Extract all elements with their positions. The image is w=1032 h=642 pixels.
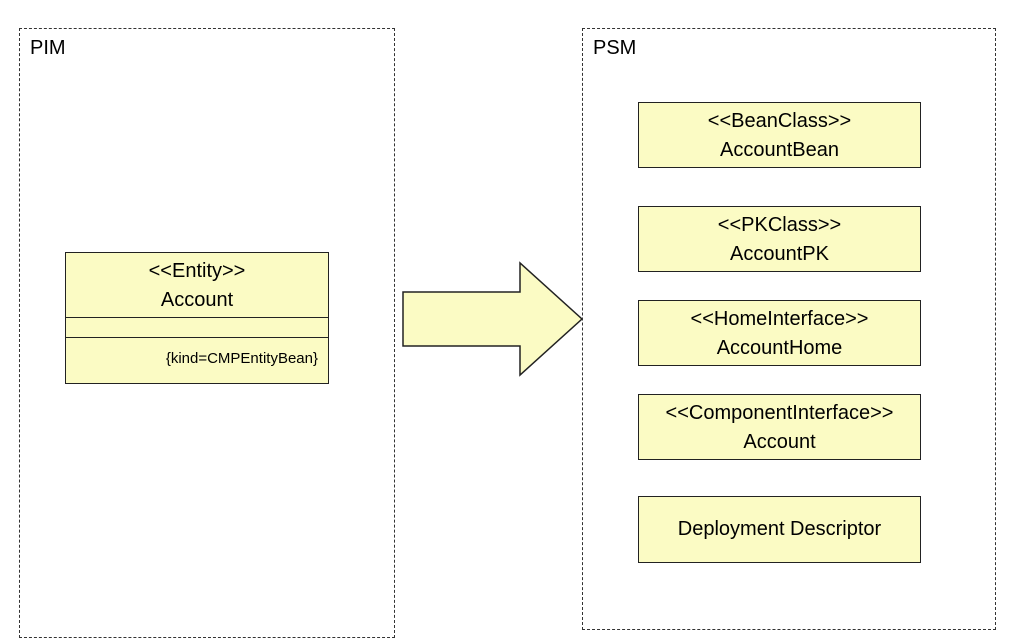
- component-stereotype: <<ComponentInterface>>: [665, 402, 894, 424]
- home-stereotype: <<HomeInterface>>: [690, 308, 869, 330]
- bean-name: AccountBean: [720, 139, 839, 161]
- home-interface-box[interactable]: <<HomeInterface>> AccountHome: [638, 300, 921, 366]
- entity-attribute-compartment: [66, 318, 328, 338]
- entity-tagged-value: {kind=CMPEntityBean}: [165, 350, 318, 367]
- pk-stereotype: <<PKClass>>: [717, 214, 842, 236]
- component-name: Account: [743, 431, 816, 453]
- pim-label: PIM: [30, 37, 66, 59]
- deployment-descriptor-box[interactable]: Deployment Descriptor: [638, 496, 921, 563]
- pk-class-box[interactable]: <<PKClass>> AccountPK: [638, 206, 921, 272]
- component-interface-box[interactable]: <<ComponentInterface>> Account: [638, 394, 921, 460]
- bean-class-box[interactable]: <<BeanClass>> AccountBean: [638, 102, 921, 168]
- pk-name: AccountPK: [730, 243, 829, 265]
- psm-label: PSM: [593, 37, 637, 59]
- entity-operation-compartment: {kind=CMPEntityBean}: [66, 338, 328, 383]
- pim-frame: PIM: [19, 28, 395, 638]
- deployment-descriptor-label: Deployment Descriptor: [677, 518, 882, 540]
- bean-stereotype: <<BeanClass>>: [707, 110, 852, 132]
- entity-stereotype: <<Entity>>: [148, 260, 246, 282]
- home-name: AccountHome: [716, 337, 843, 359]
- entity-name-compartment: <<Entity>> Account: [66, 253, 328, 318]
- entity-class-box[interactable]: <<Entity>> Account {kind=CMPEntityBean}: [65, 252, 329, 384]
- entity-name: Account: [160, 289, 234, 311]
- psm-frame: PSM: [582, 28, 996, 630]
- transformation-arrow-icon: [402, 261, 584, 377]
